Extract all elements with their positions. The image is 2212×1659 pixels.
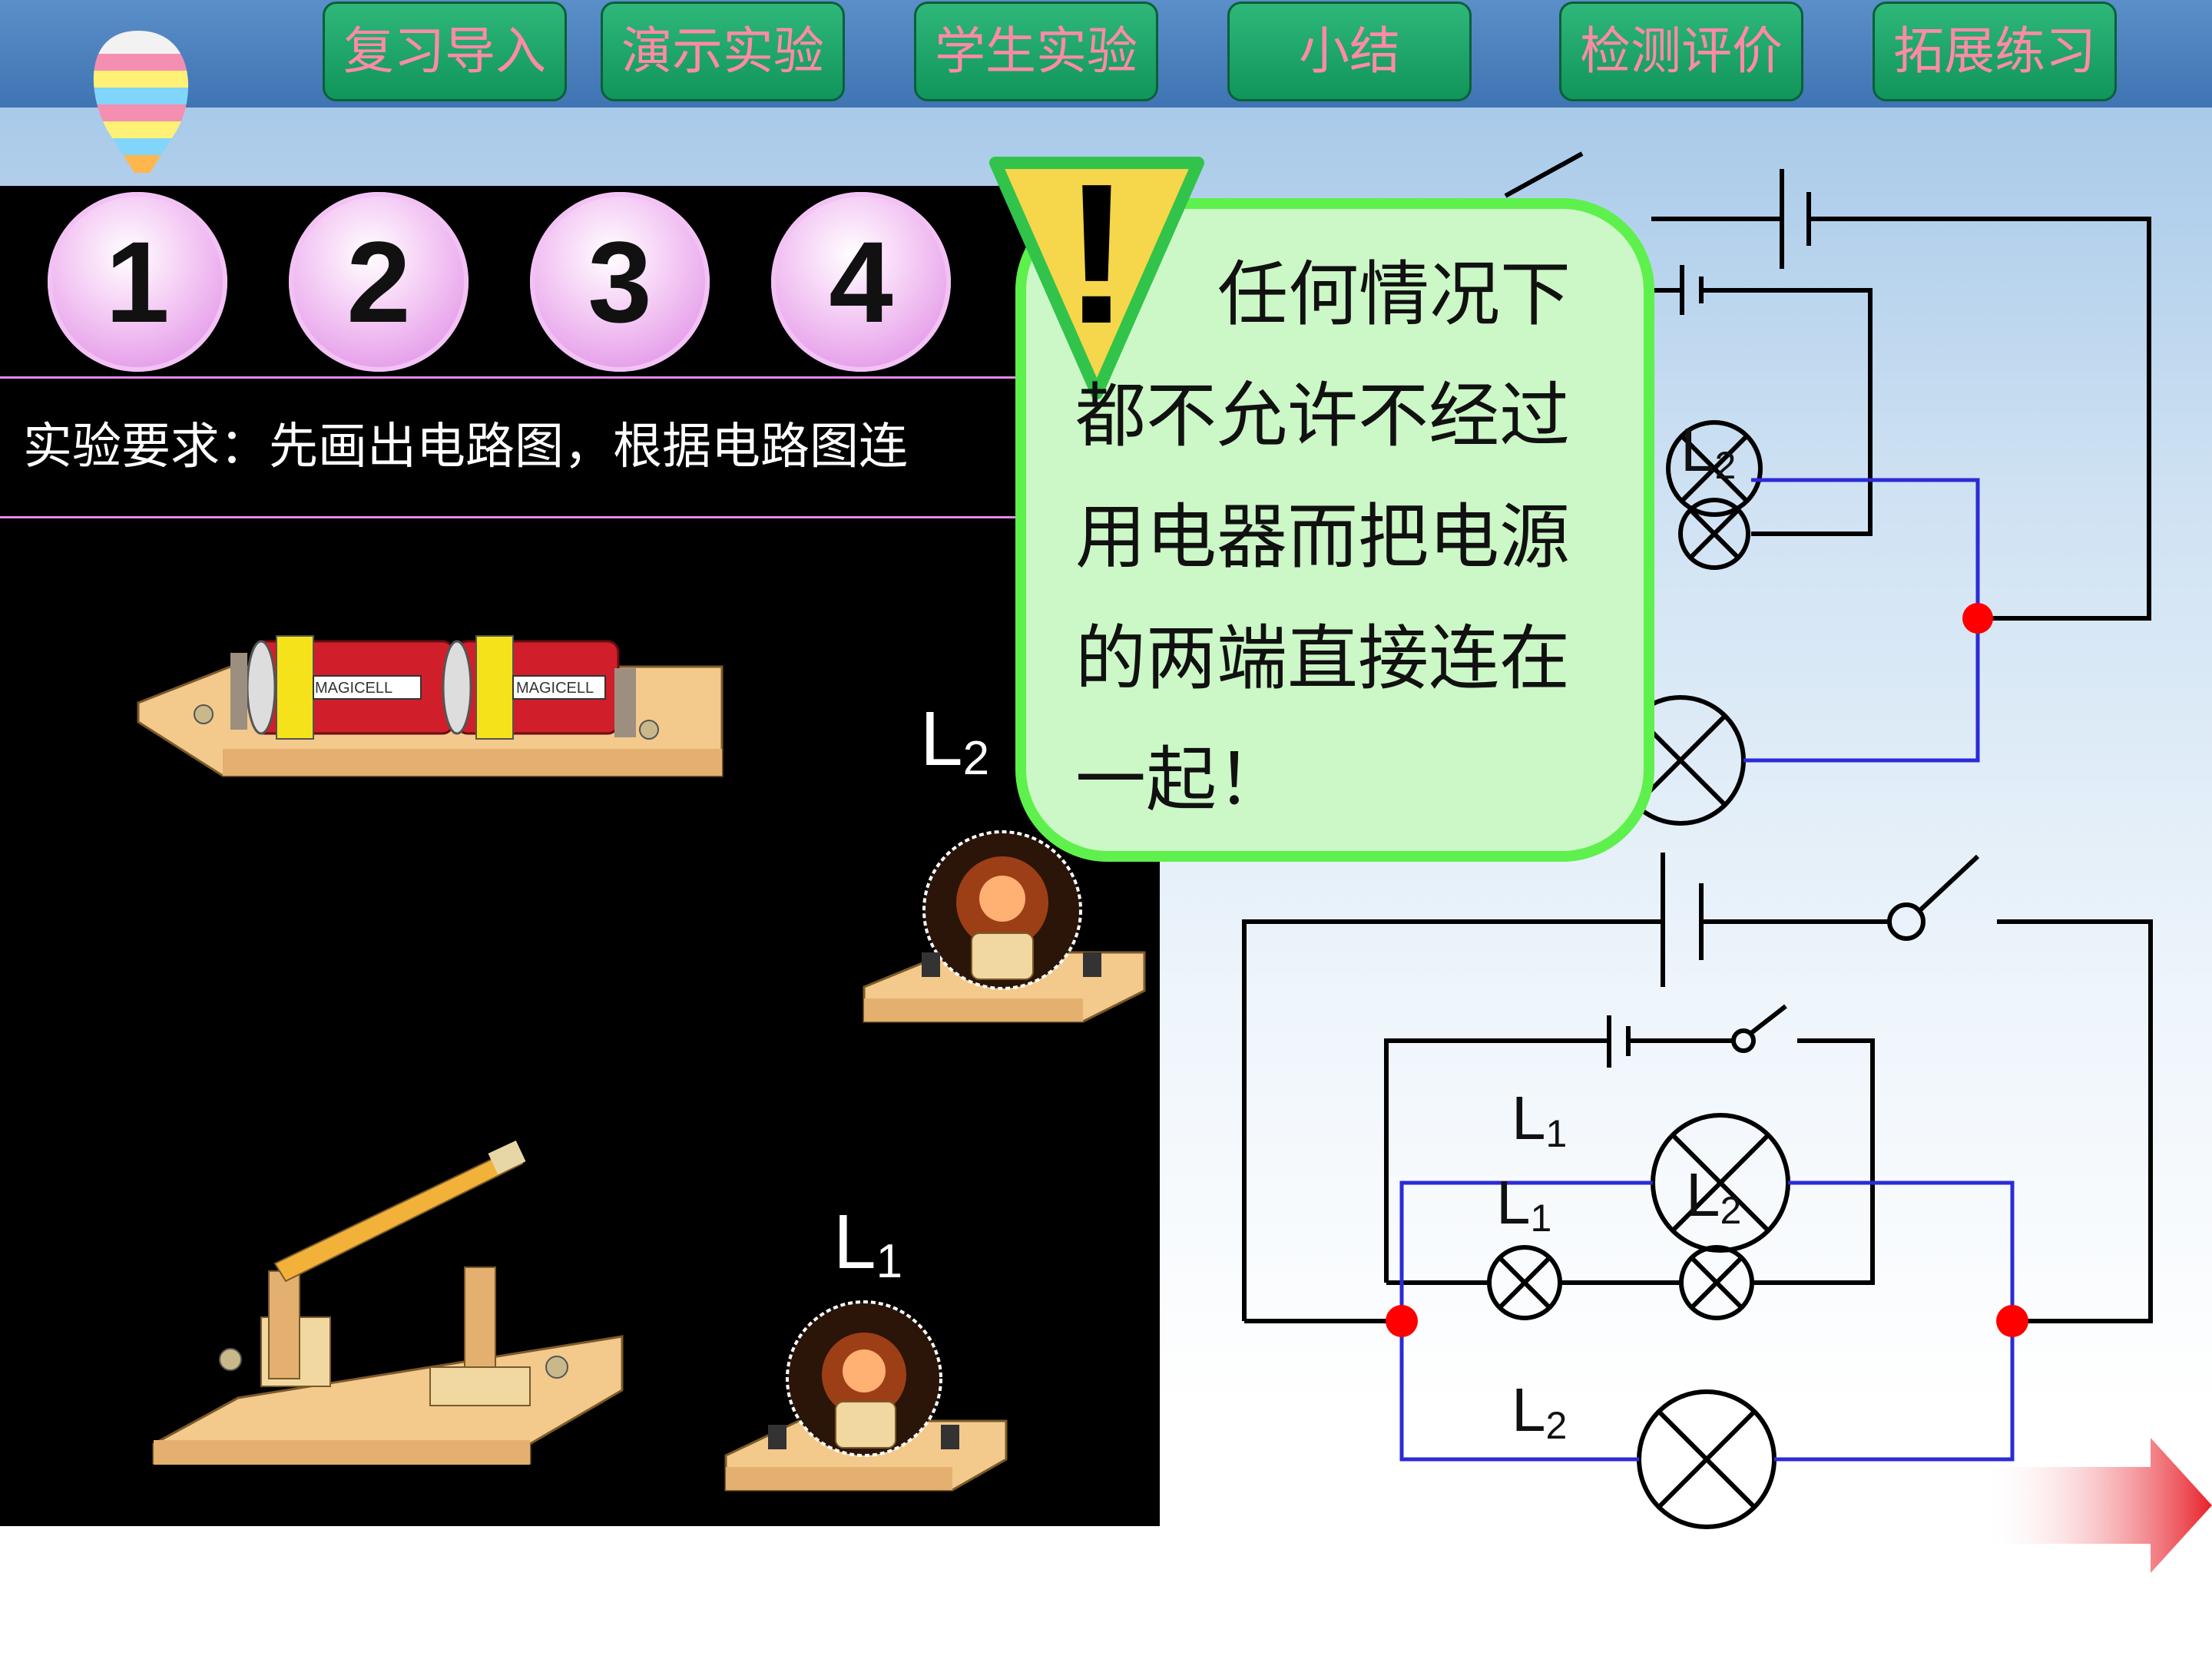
circuit-l2-label-a: L2 xyxy=(1686,1160,1741,1233)
warning-mark: ! xyxy=(1064,143,1131,366)
divider-top xyxy=(0,376,1160,379)
knife-switch-equipment[interactable] xyxy=(152,1140,624,1465)
battery-brand-1: MAGICELL xyxy=(315,680,392,697)
lamp-l1-subscript: 1 xyxy=(876,1235,903,1288)
circuit-l1-label-a: L1 xyxy=(1512,1083,1567,1156)
step-2-button[interactable]: 2 xyxy=(289,192,469,372)
nav-extension-button[interactable]: 拓展练习 xyxy=(1873,2,2117,101)
lamp-l2-equipment[interactable] xyxy=(863,830,1146,1023)
experiment-requirement: 实验要求：先画出电路图，根据电路图连 xyxy=(23,419,908,475)
l2-b-letter: L xyxy=(1512,1376,1546,1444)
lower-circuit xyxy=(1242,853,2153,1529)
l1-a-letter: L xyxy=(1512,1084,1546,1152)
nav-student-experiment-button[interactable]: 学生实验 xyxy=(914,2,1158,101)
circuit-l1-label-b: L1 xyxy=(1496,1167,1551,1240)
step-4-label: 4 xyxy=(829,217,893,346)
nav-demo-experiment-button[interactable]: 演示实验 xyxy=(601,2,845,101)
lower-left-junction-node xyxy=(1386,1305,1418,1337)
l2-b-subscript: 2 xyxy=(1545,1404,1568,1447)
l1-b-letter: L xyxy=(1496,1168,1531,1237)
lamp-l1-label: L1 xyxy=(833,1198,902,1289)
upper-junction-node xyxy=(1962,603,1993,634)
upper-l2-letter: L xyxy=(1681,416,1715,484)
nav-review-button[interactable]: 复习导入 xyxy=(323,2,567,101)
lamp-l1-letter: L xyxy=(833,1199,876,1285)
l1-b-subscript: 1 xyxy=(1530,1197,1552,1240)
lamp-l1-equipment[interactable] xyxy=(724,1300,1008,1492)
warning-text: 任何情况下都不允许不经过用电器而把电源的两端直接连在一起！ xyxy=(1075,253,1571,821)
battery-brand-2: MAGICELL xyxy=(516,680,594,697)
l2-a-letter: L xyxy=(1686,1161,1720,1229)
step-1-label: 1 xyxy=(105,217,170,346)
circuit-l2-label-b: L2 xyxy=(1512,1375,1567,1448)
l2-a-subscript: 2 xyxy=(1720,1189,1742,1232)
divider-bottom xyxy=(0,516,1160,518)
step-2-label: 2 xyxy=(346,217,411,346)
upper-l2-subscript: 2 xyxy=(1714,444,1737,487)
step-3-label: 3 xyxy=(588,217,652,346)
step-3-button[interactable]: 3 xyxy=(530,192,710,372)
lamp-l2-subscript: 2 xyxy=(962,732,990,785)
step-4-button[interactable]: 4 xyxy=(771,192,951,372)
battery-holder[interactable]: MAGICELL MAGICELL xyxy=(137,635,724,777)
lower-right-junction-node xyxy=(1996,1305,2028,1337)
nav-summary-button[interactable]: 小结 xyxy=(1227,2,1472,101)
upper-circuit xyxy=(1504,151,2151,826)
l1-a-subscript: 1 xyxy=(1545,1112,1568,1155)
next-arrow-icon[interactable] xyxy=(1982,1438,2212,1573)
nav-assessment-button[interactable]: 检测评价 xyxy=(1559,2,1803,101)
upper-circuit-l2-label: L2 xyxy=(1681,415,1736,488)
lamp-l2-label: L2 xyxy=(920,695,989,786)
lamp-l2-letter: L xyxy=(920,696,963,782)
step-1-button[interactable]: 1 xyxy=(48,192,227,372)
